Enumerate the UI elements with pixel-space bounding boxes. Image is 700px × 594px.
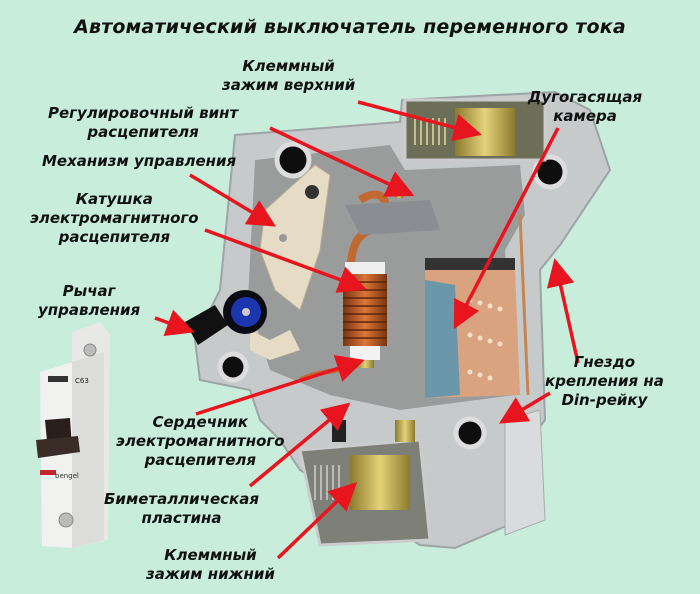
label-coil: Катушка электромагнитного расцепителя [30, 190, 199, 247]
label-line: Катушка [75, 190, 153, 208]
arrow-adjust-screw [269, 126, 415, 197]
arrow-top-terminal [357, 100, 482, 142]
label-lever: Рычаг управления [38, 282, 140, 320]
label-line: Биметаллическая [104, 490, 259, 508]
label-core: Сердечник электромагнитного расцепителя [116, 413, 285, 470]
label-line: расцепителя [144, 451, 256, 469]
label-line: Клеммный [242, 57, 335, 75]
label-top-terminal: Клеммный зажим верхний [222, 57, 355, 95]
breaker-photo: C63 bengel [36, 322, 110, 548]
arrow-control-mechanism [189, 173, 277, 227]
label-line: электромагнитного [116, 432, 285, 450]
diagram-title: Автоматический выключатель переменного т… [74, 16, 626, 38]
label-line: Регулировочный винт [48, 104, 239, 122]
callout-arrows [154, 100, 580, 560]
label-bottom-terminal: Клеммный зажим нижний [146, 546, 275, 584]
label-line: зажим верхний [222, 76, 356, 94]
arrow-coil [204, 228, 367, 293]
label-line: Гнездо [573, 353, 636, 371]
arrow-core [195, 355, 365, 416]
label-bimetal: Биметаллическая пластина [104, 490, 259, 528]
label-line: крепления на [545, 372, 664, 390]
label-din-slot: Гнездо крепления на Din-рейку [545, 353, 664, 410]
bottom-terminal-part [298, 420, 432, 547]
label-line: расцепителя [58, 228, 170, 246]
label-line: зажим нижний [146, 565, 275, 583]
label-line: Дугогасящая [528, 88, 643, 106]
label-arc-chamber: Дугогасящая камера [528, 88, 642, 126]
arrow-din-slot-1 [546, 258, 580, 364]
label-line: Рычаг [62, 282, 116, 300]
brand-text: bengel [55, 472, 79, 480]
label-line: управления [38, 301, 141, 319]
arrow-bottom-terminal [276, 482, 358, 560]
arc-chamber-part [425, 214, 530, 398]
top-terminal-part [403, 98, 547, 162]
rating-text: C63 [75, 377, 89, 385]
label-line: Механизм управления [42, 152, 237, 170]
label-line: Din-рейку [561, 391, 648, 409]
label-line: электромагнитного [30, 209, 199, 227]
label-line: камера [553, 107, 617, 125]
arrow-arc-chamber [453, 127, 560, 330]
label-line: Клеммный [164, 546, 257, 564]
arrow-din-slot-2 [498, 391, 551, 424]
label-control-mechanism: Механизм управления [42, 152, 236, 171]
label-line: пластина [141, 509, 222, 527]
label-adjust-screw: Регулировочный винт расцепителя [48, 104, 238, 142]
label-line: Сердечник [152, 413, 249, 431]
arrow-bimetal [248, 402, 351, 488]
arrow-lever [154, 309, 195, 336]
label-line: расцепителя [87, 123, 199, 141]
lever-part [185, 290, 267, 345]
